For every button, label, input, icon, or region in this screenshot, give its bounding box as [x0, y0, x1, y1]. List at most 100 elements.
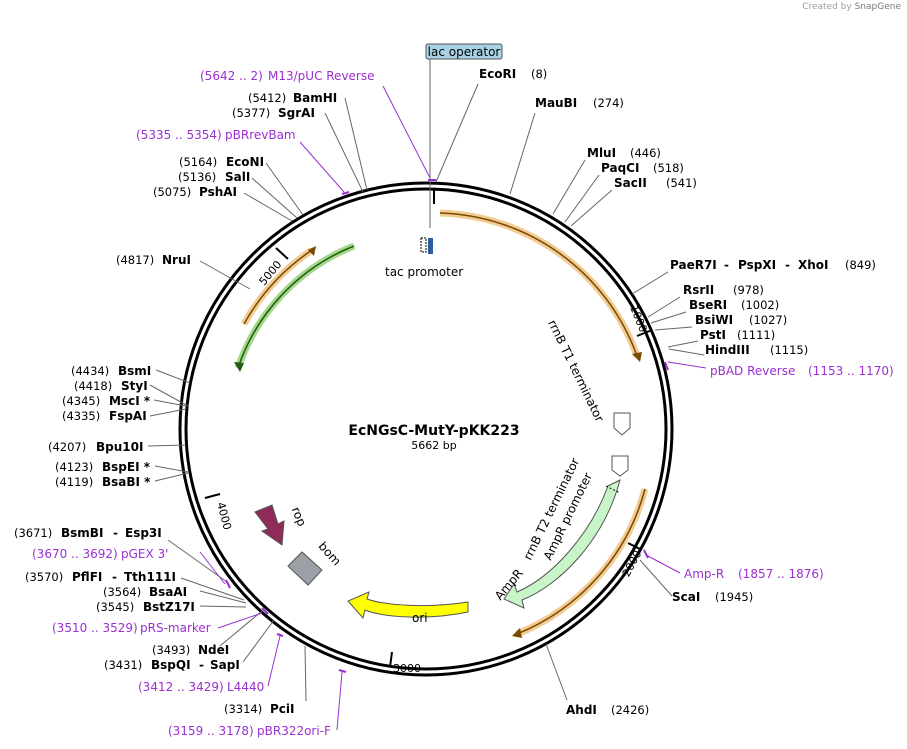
svg-text:(3671): (3671) — [14, 526, 52, 540]
primer-Amp-R: Amp-R — [684, 567, 724, 581]
tick-marks — [204, 188, 653, 668]
site-RsrII: RsrII — [683, 283, 714, 297]
site-PshAI: PshAI — [199, 185, 237, 199]
svg-text:(1945): (1945) — [715, 590, 753, 604]
svg-text:(3564): (3564) — [103, 585, 141, 599]
tick-1000 — [636, 329, 653, 337]
site-PspXI: PspXI — [738, 258, 776, 272]
feature-arc-orange-top-halo — [439, 209, 641, 358]
tick-label-1000: 1000 — [627, 303, 650, 334]
tick-label-4000: 4000 — [214, 501, 234, 531]
feature-arc-green-head — [234, 362, 244, 372]
site-XhoI: XhoI — [798, 258, 829, 272]
svg-text:(1857 .. 1876): (1857 .. 1876) — [738, 567, 824, 581]
site-BsiWI: BsiWI — [695, 313, 733, 327]
plasmid-name: EcNGsC-MutY-pKK223 — [348, 423, 519, 439]
svg-text:(1115): (1115) — [770, 343, 808, 357]
svg-text:(5164): (5164) — [179, 155, 217, 169]
feature-arc-orange-left — [243, 249, 313, 325]
site-StyI: StyI — [121, 379, 148, 393]
lac-operator-label: lac operator — [428, 45, 501, 59]
svg-text:(4345): (4345) — [62, 394, 100, 408]
svg-text:(4335): (4335) — [62, 409, 100, 423]
svg-text:(8): (8) — [531, 67, 547, 81]
tick-label-3000: 3000 — [393, 662, 421, 675]
primer-leaders — [199, 85, 707, 731]
primer-pBRrevBam: pBRrevBam — [225, 128, 296, 142]
svg-text:(5335 .. 5354): (5335 .. 5354) — [136, 128, 222, 142]
feature-arc-orange-left-head — [308, 246, 316, 256]
site-MscI: MscI * — [109, 394, 151, 408]
svg-text:(5075): (5075) — [153, 185, 191, 199]
primer-M13-pUC-Reverse: M13/pUC Reverse — [268, 69, 375, 83]
bom-label: bom — [316, 539, 344, 568]
ori-label: ori — [412, 611, 428, 625]
rrnB-T2-terminator-symbol — [611, 455, 629, 477]
svg-text:(4119): (4119) — [55, 475, 93, 489]
site-Esp3I: Esp3I — [125, 526, 162, 540]
site-BstZ17I: BstZ17I — [143, 600, 195, 614]
site-ScaI: ScaI — [672, 590, 700, 604]
site-EcoRI: EcoRI — [479, 67, 516, 81]
site-BamHI: BamHI — [293, 91, 337, 105]
site-SacII: SacII — [614, 176, 647, 190]
svg-text:(5136): (5136) — [178, 170, 216, 184]
feature-arc-orange-top-head — [632, 352, 642, 362]
svg-text:(4817): (4817) — [116, 253, 154, 267]
site-PstI: PstI — [700, 328, 726, 342]
primer-pRS-marker: pRS-marker — [140, 621, 211, 635]
svg-text:(446): (446) — [630, 146, 661, 160]
svg-text:(4123): (4123) — [55, 460, 93, 474]
site-PciI: PciI — [270, 702, 295, 716]
site-NruI: NruI — [162, 253, 191, 267]
svg-text:(274): (274) — [593, 96, 624, 110]
bom-feature — [287, 551, 323, 586]
site-NdeI: NdeI — [198, 643, 229, 657]
tac-promoter-mark — [420, 237, 427, 253]
site-MauBI: MauBI — [535, 96, 577, 110]
svg-text:(1153 .. 1170): (1153 .. 1170) — [808, 364, 894, 378]
site-HindIII: HindIII — [705, 343, 750, 357]
backbone-inner — [184, 187, 668, 671]
primer-pGEX-3: pGEX 3' — [121, 547, 168, 561]
site-MluI: MluI — [587, 146, 616, 160]
feature-arc-green — [237, 245, 355, 369]
site-SalI: SalI — [225, 170, 250, 184]
svg-text:(3159 .. 3178): (3159 .. 3178) — [168, 724, 254, 738]
ampr-feature — [503, 479, 621, 609]
feature-arc-orange-right-head — [512, 628, 522, 638]
svg-text:(3570): (3570) — [25, 570, 63, 584]
site-BspEI: BspEI * — [102, 460, 151, 474]
svg-text:-: - — [113, 526, 118, 540]
site-BseRI: BseRI — [689, 298, 727, 312]
svg-text:(978): (978) — [733, 283, 764, 297]
site-Tth111I: Tth111I — [124, 570, 176, 584]
site-PflFI: PflFI — [72, 570, 102, 584]
svg-text:(3314): (3314) — [224, 702, 262, 716]
site-Bpu10I: Bpu10I — [96, 440, 143, 454]
site-BspQI: BspQI — [151, 658, 191, 672]
rrnB-T1-label: rrnB T1 terminator — [545, 318, 607, 425]
svg-text:-: - — [724, 258, 729, 272]
site-PaqCI: PaqCI — [601, 161, 639, 175]
tick-2000 — [627, 542, 643, 551]
svg-text:(541): (541) — [666, 176, 697, 190]
site-BsaBI: BsaBI * — [102, 475, 151, 489]
rop-feature — [254, 504, 285, 546]
svg-text:(3670 .. 3692): (3670 .. 3692) — [32, 547, 118, 561]
primer-pBR322ori-F: pBR322ori-F — [257, 724, 331, 738]
ori-feature — [347, 591, 469, 620]
snapgene-brand: SnapGene — [854, 2, 901, 12]
svg-text:(3545): (3545) — [96, 600, 134, 614]
site-BsaAI: BsaAI — [149, 585, 187, 599]
rrnB-T1-terminator-symbol — [613, 412, 631, 436]
svg-text:(1111): (1111) — [737, 328, 775, 342]
tac-promoter-box — [428, 238, 433, 254]
site-AhdI: AhdI — [566, 703, 597, 717]
feature-arc-orange-right — [516, 488, 646, 635]
svg-text:(4418): (4418) — [74, 379, 112, 393]
primer-L4440: L4440 — [227, 680, 264, 694]
site-SapI: SapI — [210, 658, 240, 672]
feature-arc-orange-top — [439, 212, 638, 357]
